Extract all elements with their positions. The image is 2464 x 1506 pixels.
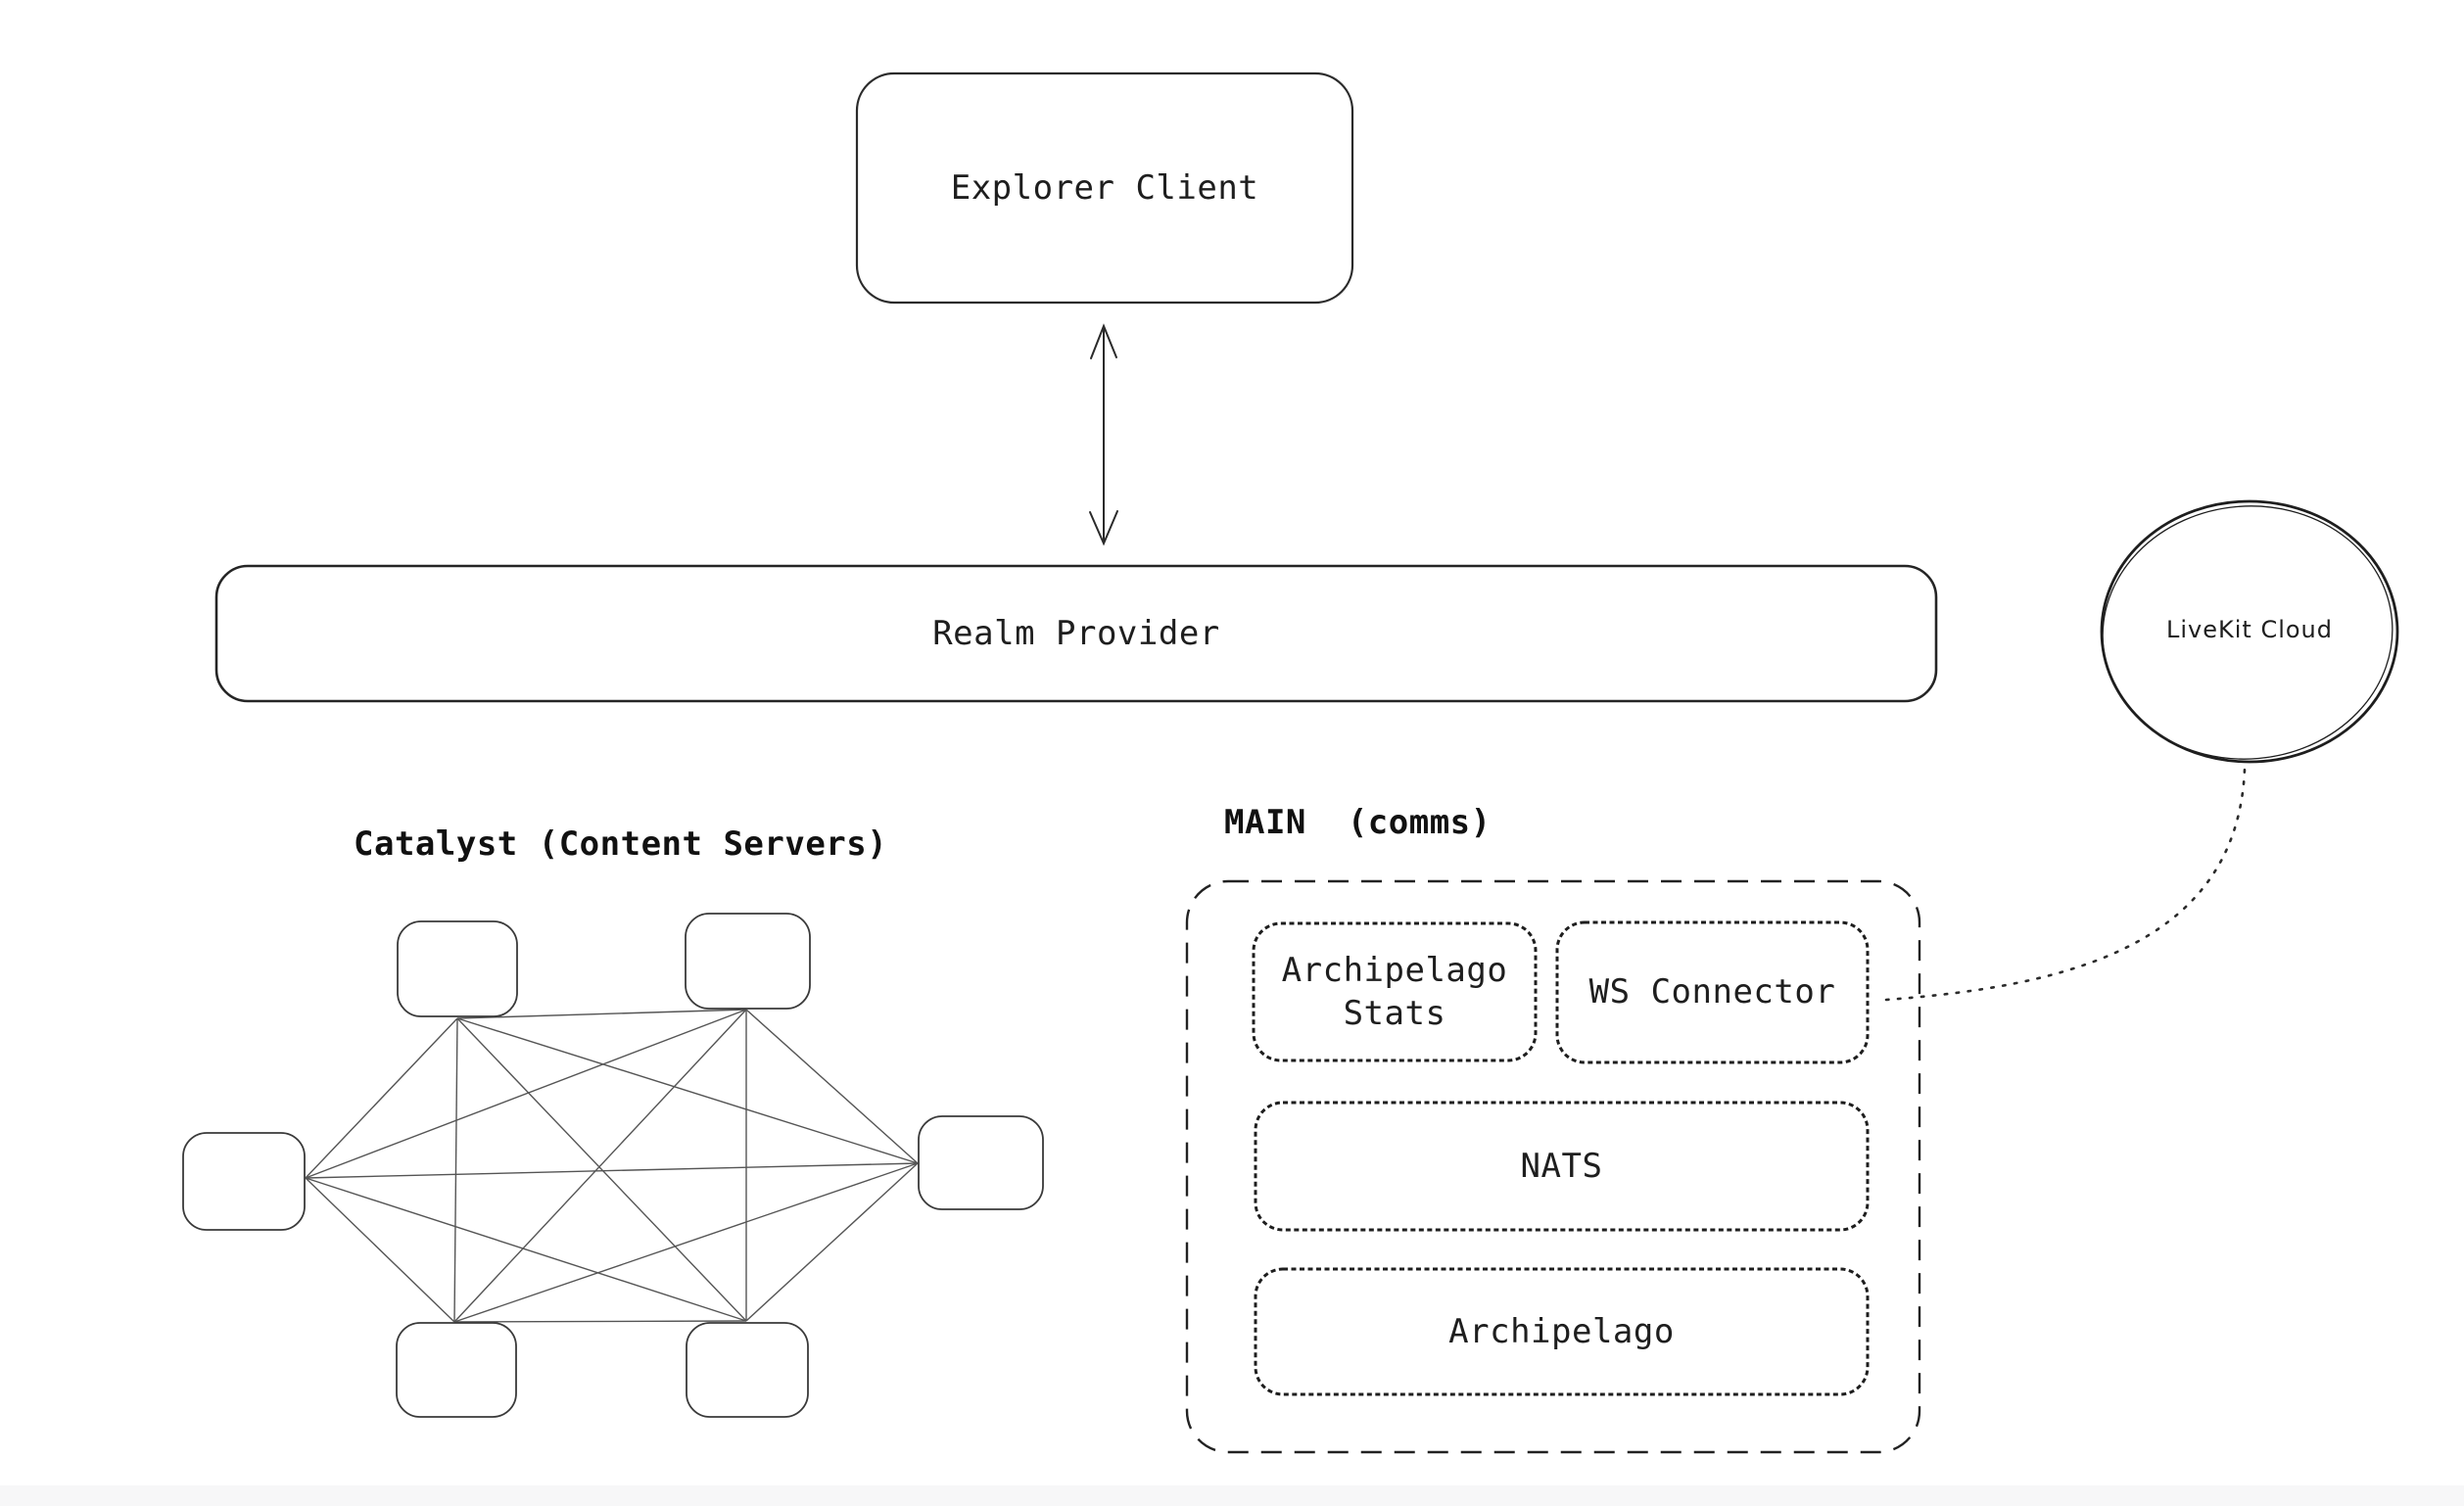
mesh-edge [745,1162,919,1322]
mesh-edge [305,1009,747,1179]
mesh-edge [456,1017,919,1164]
viewport-bottom-strip [0,1485,2464,1506]
archipelago-label: Archipelago [1448,1311,1675,1351]
realm-provider-label: Realm Provider [932,613,1220,653]
content-server-node [397,920,518,1017]
explorer-client-label: Explorer Client [950,167,1259,208]
arrow-head-down [1089,510,1118,546]
explorer-client-box [855,71,1354,305]
ws-connector-box [1555,920,1870,1064]
realm-provider-box [214,564,1938,703]
content-server-node [686,1322,809,1418]
mesh-edge [305,1017,458,1179]
catalyst-mesh-nodes [182,913,1044,1418]
content-server-node [685,913,811,1010]
archipelago-stats-box [1252,921,1538,1062]
mesh-edge [456,1009,747,1019]
mesh-edge [305,1162,919,1179]
content-server-node [918,1115,1044,1210]
mesh-edge [453,1017,458,1323]
mesh-edge [456,1017,747,1322]
livekit-cloud-label: LiveKit Cloud [2165,616,2333,644]
mesh-edge [453,1009,747,1323]
content-server-node [182,1132,306,1231]
livekit-ellipse-inner [2102,505,2393,760]
mesh-edge [453,1320,747,1323]
bidirectional-arrow [1089,323,1118,546]
main-comms-service-boxes [1252,920,1870,1396]
mesh-edge [745,1009,919,1164]
catalyst-mesh-edges [305,1009,919,1323]
archipelago-box [1254,1267,1870,1396]
mesh-edge [453,1162,919,1323]
nats-box [1254,1101,1870,1232]
mesh-edge [305,1177,747,1322]
mesh-edge [305,1177,455,1323]
catalyst-section-label: Catalyst (Content Servers) [354,824,888,864]
arrow-head-up [1090,323,1117,359]
ws-livekit-dotted-link [1884,768,2247,1002]
livekit-ellipse-outer [2100,499,2399,764]
ws-connector-label: WS Connector [1588,972,1836,1012]
content-server-node [396,1322,517,1418]
nats-label: NATS [1520,1146,1603,1186]
livekit-cloud-circle [2100,499,2399,764]
main-comms-section-label: MAIN (comms) [1224,803,1492,842]
archipelago-stats-label: Archipelago Stats [1281,950,1529,1033]
